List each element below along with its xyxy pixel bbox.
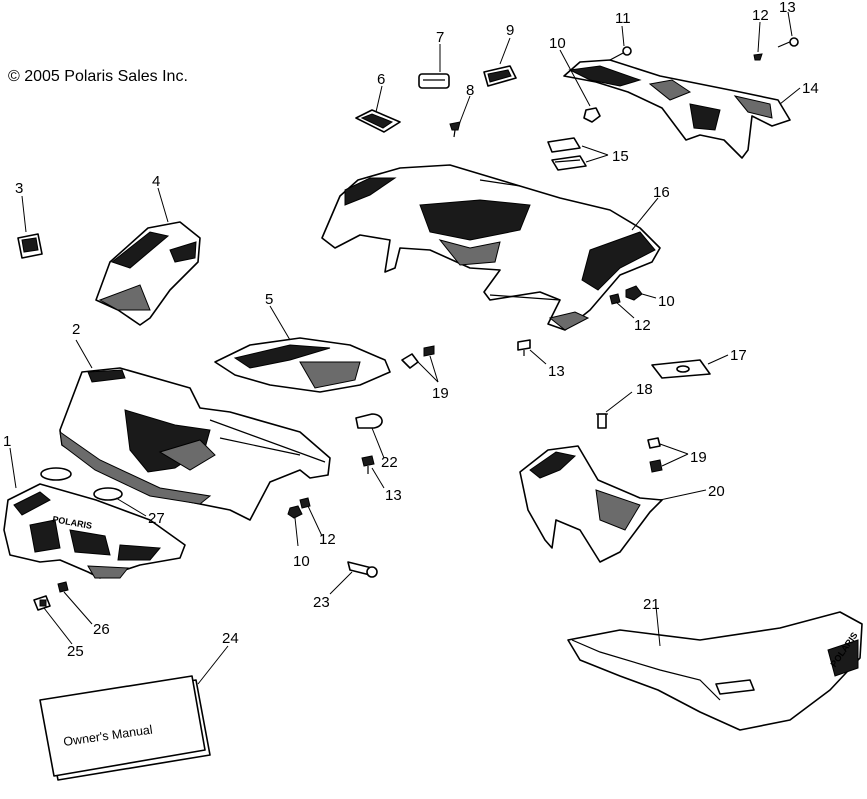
part-10-nut-top: [583, 107, 601, 123]
callout-6: 6: [377, 71, 385, 88]
part-22-clip: [355, 413, 383, 429]
part-6-plate: [355, 109, 401, 133]
part-16-rear-fender: [321, 164, 661, 331]
part-13-bolt-top: [777, 37, 799, 48]
callout-3: 3: [15, 180, 23, 197]
callout-12-top: 12: [752, 7, 769, 24]
callout-7: 7: [436, 29, 444, 46]
callout-22: 22: [381, 454, 398, 471]
part-9-reflector: [483, 65, 517, 87]
part-18-pin: [596, 413, 608, 429]
callout-19-right: 19: [690, 449, 707, 466]
part-10-nut-right: [625, 285, 643, 301]
part-7-reflector: [418, 73, 450, 89]
part-17-plate: [651, 359, 711, 379]
callout-18: 18: [636, 381, 653, 398]
callout-9: 9: [506, 22, 514, 39]
callout-13-middle: 13: [548, 363, 565, 380]
part-15-reflectors: [547, 137, 587, 171]
part-1-front-cab: POLARIS: [3, 483, 186, 579]
callout-10-right: 10: [658, 293, 675, 310]
callout-12-lower: 12: [319, 531, 336, 548]
callout-20: 20: [708, 483, 725, 500]
part-10-nut-lower: [287, 505, 303, 519]
callout-11: 11: [615, 10, 631, 27]
part-3-bracket: [17, 233, 43, 259]
callout-13-top: 13: [779, 0, 796, 16]
callout-16: 16: [653, 184, 670, 201]
callout-14: 14: [802, 80, 819, 97]
part-8-screw: [449, 121, 461, 138]
callout-21: 21: [643, 596, 660, 613]
part-12-washer-top: [753, 53, 763, 61]
callout-12-right: 12: [634, 317, 651, 334]
callout-19-left: 19: [432, 385, 449, 402]
callout-15: 15: [612, 148, 629, 165]
part-13-bolt-lower: [361, 455, 375, 474]
part-27-decals: [40, 467, 123, 501]
part-12-washer-lower: [299, 497, 311, 509]
part-14-rear-flap: [563, 59, 791, 159]
callout-26: 26: [93, 621, 110, 638]
callout-1: 1: [3, 433, 11, 450]
part-24-owners-manual: Owner's Manual: [39, 675, 211, 781]
callout-10-lower: 10: [293, 553, 310, 570]
part-21-seat: POLARIS: [567, 611, 863, 731]
part-19-pushpins-right: [647, 437, 663, 473]
part-13-rivet-middle: [517, 339, 531, 356]
leader-lines: [9, 11, 801, 685]
callout-10-top: 10: [549, 35, 566, 52]
part-26-nut: [57, 581, 69, 593]
callout-24: 24: [222, 630, 239, 647]
callout-5: 5: [265, 291, 273, 308]
part-19-pushpins-left: [401, 345, 435, 369]
part-11-bolt: [609, 46, 632, 61]
part-5-center-panel: [214, 337, 391, 393]
callout-13-lower: 13: [385, 487, 402, 504]
part-20-storage-box: [519, 445, 663, 563]
callout-27: 27: [148, 510, 165, 527]
callout-2: 2: [72, 321, 80, 338]
part-23-bolt: [347, 561, 378, 578]
callout-4: 4: [152, 173, 160, 190]
callout-numbers: 1 2 3 4 5 6 7 8 9 10 11 12 13 14 15 16 1…: [3, 0, 819, 660]
part-2-front-fender: [59, 367, 331, 521]
callout-8: 8: [466, 82, 474, 99]
part-4-side-panel: [95, 221, 201, 326]
part-12-washer-right: [609, 293, 621, 305]
copyright-notice: © 2005 Polaris Sales Inc.: [8, 68, 188, 85]
callout-17: 17: [730, 347, 747, 364]
part-25-fastener: [33, 595, 51, 611]
callout-23: 23: [313, 594, 330, 611]
callout-25: 25: [67, 643, 84, 660]
